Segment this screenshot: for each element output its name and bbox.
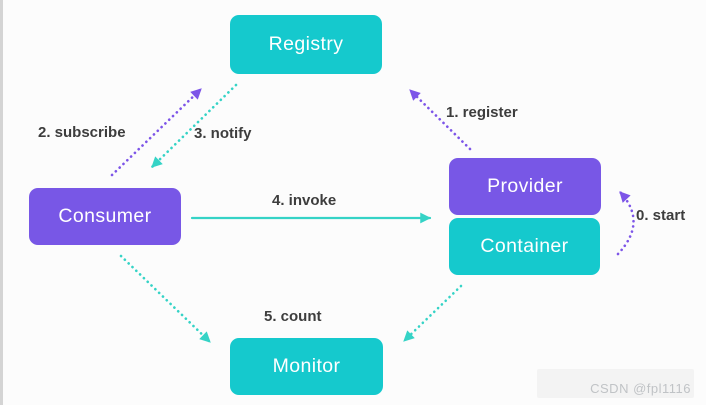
register-label: 1. register — [446, 104, 518, 121]
watermark-text: CSDN @fpl1116 — [590, 381, 691, 396]
subscribe-arrow — [110, 87, 203, 177]
subscribe-label: 2. subscribe — [38, 124, 126, 141]
monitor-node: Monitor — [230, 338, 383, 395]
container-node-label: Container — [480, 235, 569, 257]
monitor-node-label: Monitor — [272, 355, 341, 377]
notify-arrow — [150, 83, 238, 169]
consumer-node: Consumer — [29, 188, 181, 245]
register-arrow — [408, 88, 472, 151]
start-arrow — [616, 190, 635, 256]
provider-node: Provider — [449, 158, 601, 215]
container-node: Container — [449, 218, 600, 275]
registry-node: Registry — [230, 15, 382, 74]
registry-node-label: Registry — [268, 33, 344, 55]
provider-node-label: Provider — [487, 175, 563, 197]
left-border-line — [0, 0, 3, 405]
count-label: 5. count — [264, 308, 322, 325]
count-arrow-right — [402, 284, 463, 343]
consumer-node-label: Consumer — [58, 205, 152, 227]
notify-label: 3. notify — [194, 125, 252, 142]
count-arrow-left — [119, 254, 212, 344]
watermark: CSDN @fpl1116 — [537, 369, 694, 398]
start-label: 0. start — [636, 207, 686, 224]
invoke-label: 4. invoke — [272, 192, 337, 209]
